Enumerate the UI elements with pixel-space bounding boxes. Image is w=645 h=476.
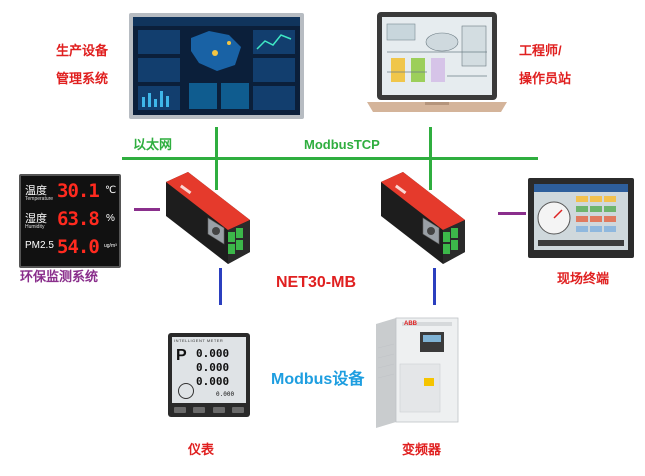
meter-button-4[interactable] bbox=[231, 407, 244, 413]
hmi-terminal-icon bbox=[528, 178, 634, 258]
inverter-brand: ABB bbox=[404, 321, 417, 327]
meter-dial-icon bbox=[178, 383, 194, 399]
humidity-value: 63.8 bbox=[57, 208, 100, 230]
env-monitor-display: 温度 Temperature 30.1 ℃ 湿度 Humidity 63.8 %… bbox=[19, 174, 121, 268]
gateway-right-icon bbox=[381, 172, 465, 264]
pm25-unit: ug/m³ bbox=[104, 243, 117, 249]
humidity-unit: % bbox=[106, 213, 115, 224]
env-row-temperature: 温度 Temperature 30.1 ℃ bbox=[25, 180, 117, 206]
production-label-line2: 管理系统 bbox=[56, 71, 109, 86]
meter-reading-3: 0.000 bbox=[196, 375, 230, 388]
temperature-unit: ℃ bbox=[105, 185, 117, 196]
meter-button-1[interactable] bbox=[174, 407, 186, 413]
meter-reading-4: 0.000 bbox=[216, 391, 235, 398]
meter-reading-1: 0.000 bbox=[196, 347, 230, 360]
temperature-label: 温度 bbox=[25, 184, 47, 197]
production-label: 生产设备 管理系统 bbox=[56, 40, 108, 90]
meter-reading-2: 0.000 bbox=[196, 361, 230, 374]
inverter-icon bbox=[376, 317, 459, 428]
env-monitor-label: 环保监测系统 bbox=[20, 269, 99, 284]
ethernet-bus-line bbox=[122, 157, 538, 160]
laptop-icon bbox=[367, 12, 507, 112]
production-label-line1: 生产设备 bbox=[56, 43, 109, 58]
temperature-sub: Temperature bbox=[25, 196, 54, 202]
gateway-left-icon bbox=[166, 172, 250, 264]
terminal-link-line bbox=[498, 212, 526, 215]
env-row-pm25: PM2.5 54.0 ug/m³ bbox=[25, 236, 117, 262]
inverter-link-line bbox=[433, 268, 436, 305]
env-link-line bbox=[134, 208, 160, 211]
env-row-humidity: 湿度 Humidity 63.8 % bbox=[25, 208, 117, 234]
gateway-model-label: NET30-MB bbox=[276, 274, 357, 291]
meter-button-2[interactable] bbox=[193, 407, 206, 413]
inverter-label: 变频器 bbox=[402, 442, 442, 457]
meter-link-line bbox=[219, 268, 222, 305]
pm25-label: PM2.5 bbox=[25, 240, 54, 251]
engineer-label: 工程师/ 操作员站 bbox=[519, 40, 571, 90]
protocol-label: ModbusTCP bbox=[304, 137, 380, 152]
modbus-devices-label: Modbus设备 bbox=[271, 371, 365, 388]
production-drop-line bbox=[215, 127, 218, 190]
engineer-label-line1: 工程师/ bbox=[519, 43, 562, 58]
engineer-label-line2: 操作员站 bbox=[519, 71, 572, 86]
field-terminal-label: 现场终端 bbox=[557, 271, 610, 286]
pm25-value: 54.0 bbox=[57, 236, 100, 258]
meter-header: INTELLIGENT METER bbox=[174, 338, 224, 343]
production-monitor-icon bbox=[129, 13, 304, 119]
meter-mode: P bbox=[176, 347, 187, 364]
meter-screen: INTELLIGENT METER P 0.000 0.000 0.000 0.… bbox=[172, 337, 246, 403]
meter-device: INTELLIGENT METER P 0.000 0.000 0.000 0.… bbox=[168, 333, 250, 417]
meter-button-3[interactable] bbox=[212, 407, 225, 413]
meter-label: 仪表 bbox=[188, 442, 215, 457]
meter-buttons bbox=[174, 407, 244, 413]
engineer-drop-line bbox=[429, 127, 432, 190]
ethernet-label: 以太网 bbox=[133, 137, 173, 152]
humidity-sub: Humidity bbox=[25, 224, 45, 230]
humidity-label: 湿度 bbox=[25, 212, 47, 225]
temperature-value: 30.1 bbox=[57, 180, 100, 202]
